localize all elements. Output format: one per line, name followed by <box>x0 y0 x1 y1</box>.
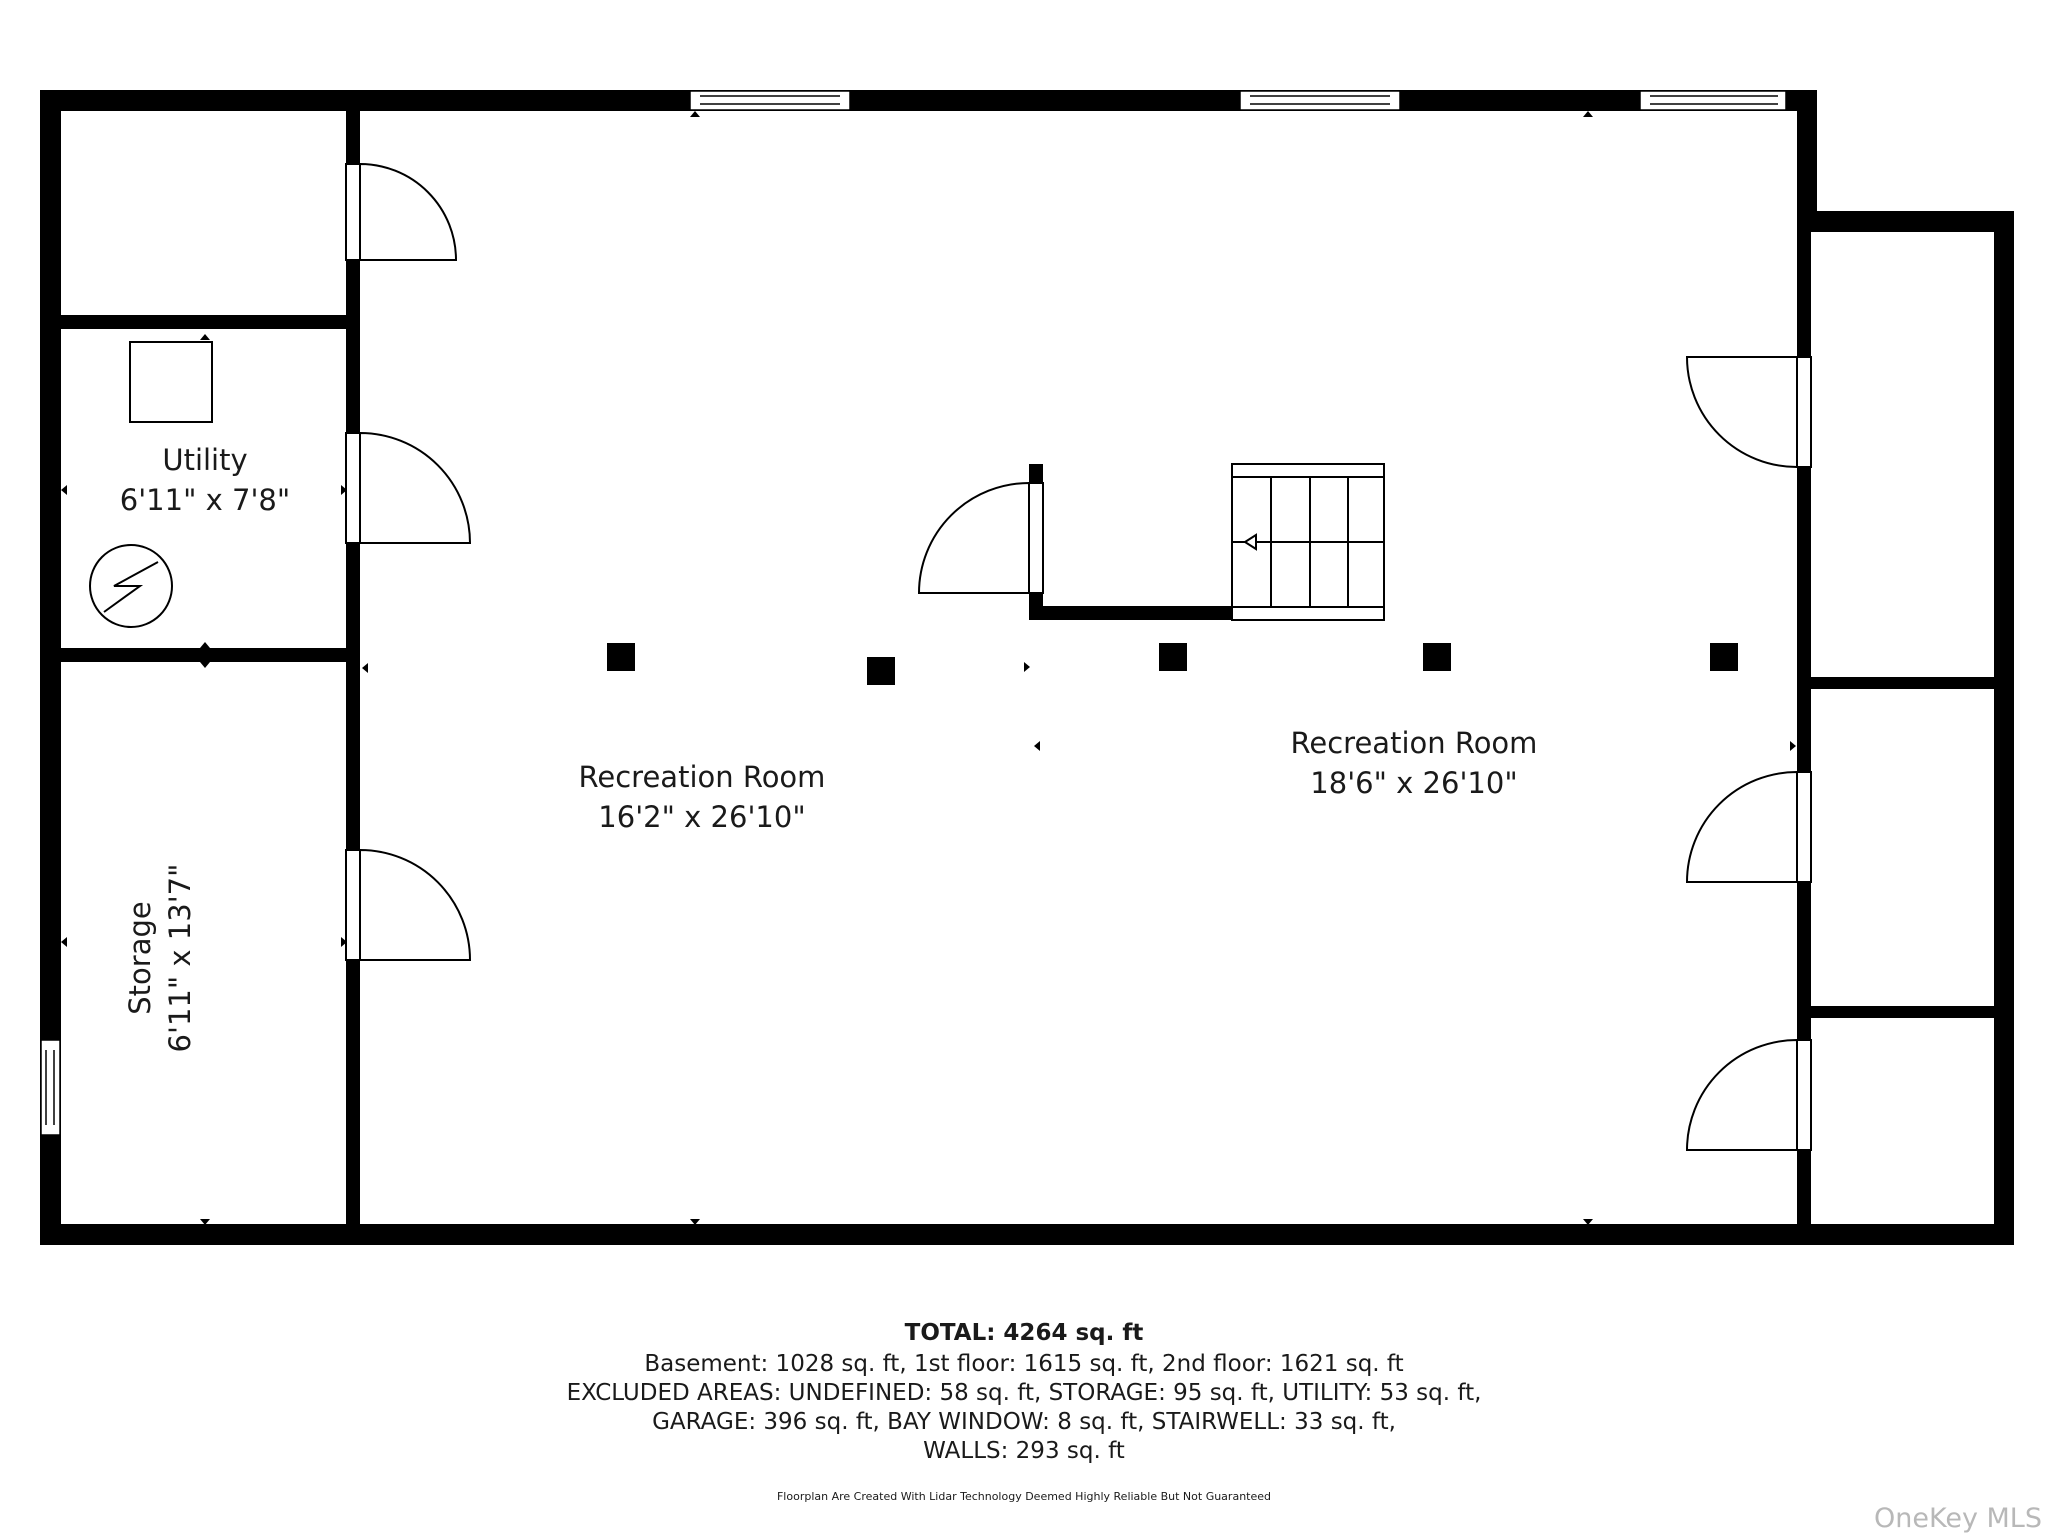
stairs-arrow-icon <box>1243 533 1257 551</box>
wall-closet-1 <box>1811 677 1994 689</box>
window-top-2 <box>1239 90 1401 111</box>
utility-dims: 6'11" x 7'8" <box>120 483 290 517</box>
storage-dims: 6'11" x 13'7" <box>163 864 197 1053</box>
columns <box>607 643 1738 685</box>
door-closet-3 <box>1685 1038 1812 1151</box>
column-1 <box>607 643 635 671</box>
wall-top-right <box>1797 211 2014 232</box>
rec-right-dims: 18'6" x 26'10" <box>1310 766 1517 800</box>
watermark-logo: OneKey MLS <box>1874 1503 2042 1534</box>
rec-right-name: Recreation Room <box>1291 726 1538 760</box>
wall-closets <box>1797 223 1811 1224</box>
excluded-areas-line-2: GARAGE: 396 sq. ft, BAY WINDOW: 8 sq. ft… <box>652 1409 1396 1435</box>
wall-left-partition <box>346 111 360 1224</box>
window-top-1 <box>689 90 851 111</box>
door-closet-1 <box>1685 356 1812 469</box>
excluded-areas-line-3: WALLS: 293 sq. ft <box>923 1438 1125 1464</box>
wall-closet-2 <box>1811 1006 1994 1018</box>
disclaimer: Floorplan Are Created With Lidar Technol… <box>776 1490 1271 1503</box>
utility-name: Utility <box>162 443 247 477</box>
window-left <box>40 1039 61 1136</box>
excluded-areas-line-1: EXCLUDED AREAS: UNDEFINED: 58 sq. ft, ST… <box>566 1380 1482 1406</box>
wall-left <box>40 90 61 1245</box>
wall-utility-bottom <box>61 648 353 662</box>
storage-name: Storage <box>123 901 157 1014</box>
water-heater-icon <box>89 544 173 628</box>
room-labels: Utility 6'11" x 7'8" Storage 6'11" x 13'… <box>120 443 1538 1052</box>
column-2 <box>867 657 895 685</box>
stairs <box>1231 463 1385 621</box>
wall-step <box>1797 90 1817 223</box>
doors <box>345 162 1812 1151</box>
column-5 <box>1710 643 1738 671</box>
rec-left-dims: 16'2" x 26'10" <box>598 800 805 834</box>
wall-bottom <box>40 1224 2014 1245</box>
wall-utility-top <box>61 315 353 329</box>
rec-left-name: Recreation Room <box>579 760 826 794</box>
door-storage <box>345 848 472 961</box>
wall-right <box>1994 211 2014 1245</box>
wall-stair-bottom <box>1029 606 1232 620</box>
windows <box>40 90 1787 1136</box>
total-area: TOTAL: 4264 sq. ft <box>904 1320 1144 1346</box>
wall-top <box>40 90 1817 111</box>
fixtures <box>89 341 213 628</box>
column-3 <box>1159 643 1187 671</box>
window-top-3 <box>1639 90 1787 111</box>
dimension-markers <box>61 111 1796 1225</box>
door-utility <box>345 431 472 544</box>
utility-box-icon <box>129 341 213 423</box>
column-4 <box>1423 643 1451 671</box>
door-closet-2 <box>1685 770 1812 883</box>
floor-areas: Basement: 1028 sq. ft, 1st floor: 1615 s… <box>644 1351 1404 1377</box>
door-center <box>917 481 1044 594</box>
door-upper-left <box>345 162 458 261</box>
